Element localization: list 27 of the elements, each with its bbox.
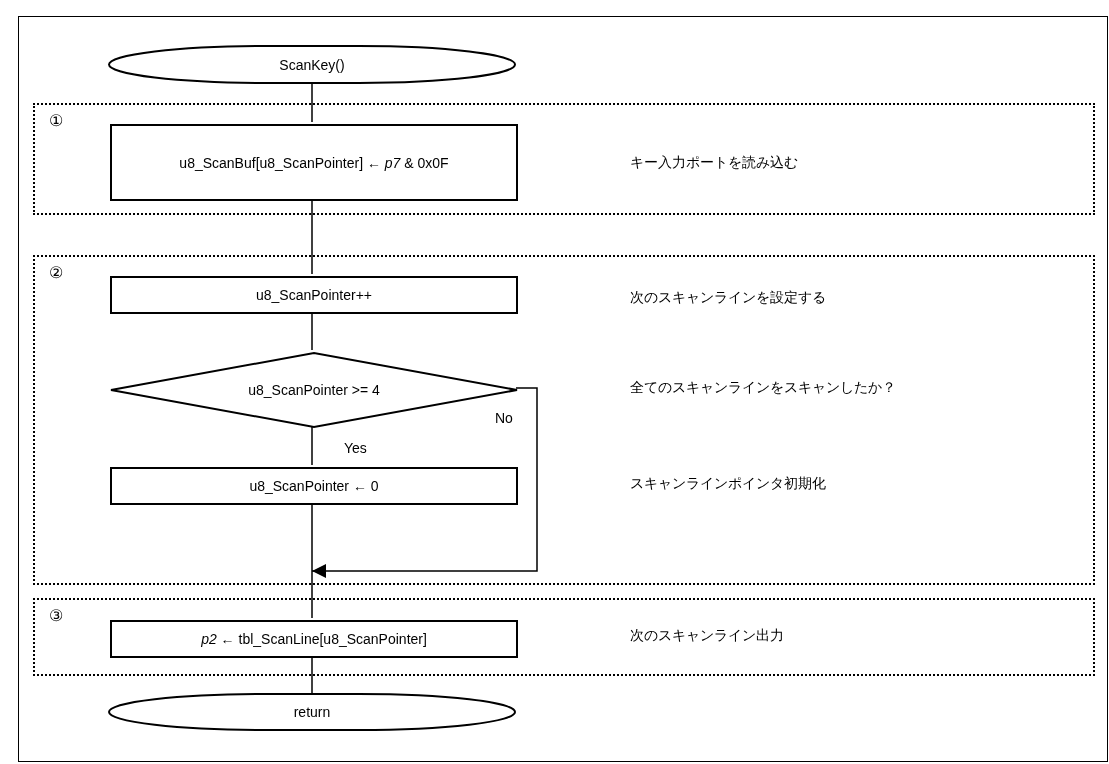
section-number: ② xyxy=(49,263,63,282)
section-number: ③ xyxy=(49,606,63,625)
flow-line xyxy=(311,83,313,123)
process-box xyxy=(110,467,518,505)
process-text: p2 ← tbl_ScanLine[u8_ScanPointer] xyxy=(201,629,427,649)
section-frame xyxy=(33,255,1095,585)
step-note: 全てのスキャンラインをスキャンしたか？ xyxy=(630,379,896,397)
step-note: スキャンラインポインタ初期化 xyxy=(630,475,826,493)
edge-label: Yes xyxy=(342,440,369,456)
step-note: 次のスキャンライン出力 xyxy=(630,627,784,645)
process-box xyxy=(110,124,518,201)
process-text: u8_ScanPointer ← 0 xyxy=(249,476,379,496)
flow-line xyxy=(311,425,313,466)
process-box xyxy=(110,276,518,314)
step-note: 次のスキャンラインを設定する xyxy=(630,289,826,307)
section-frame xyxy=(33,103,1095,215)
terminal-label: ScanKey() xyxy=(279,55,345,75)
section-number: ① xyxy=(49,111,63,130)
flow-arrow xyxy=(311,387,538,578)
section-frame xyxy=(33,598,1095,676)
process-text: u8_ScanBuf[u8_ScanPointer] ← p7 & 0x0F xyxy=(179,153,449,173)
condition-text: u8_ScanPointer >= 4 xyxy=(248,380,380,400)
process-box xyxy=(110,620,518,658)
terminal-label: return xyxy=(293,702,331,722)
edge-label: No xyxy=(493,410,515,426)
process-text: u8_ScanPointer++ xyxy=(256,285,372,305)
step-note: キー入力ポートを読み込む xyxy=(630,154,798,172)
